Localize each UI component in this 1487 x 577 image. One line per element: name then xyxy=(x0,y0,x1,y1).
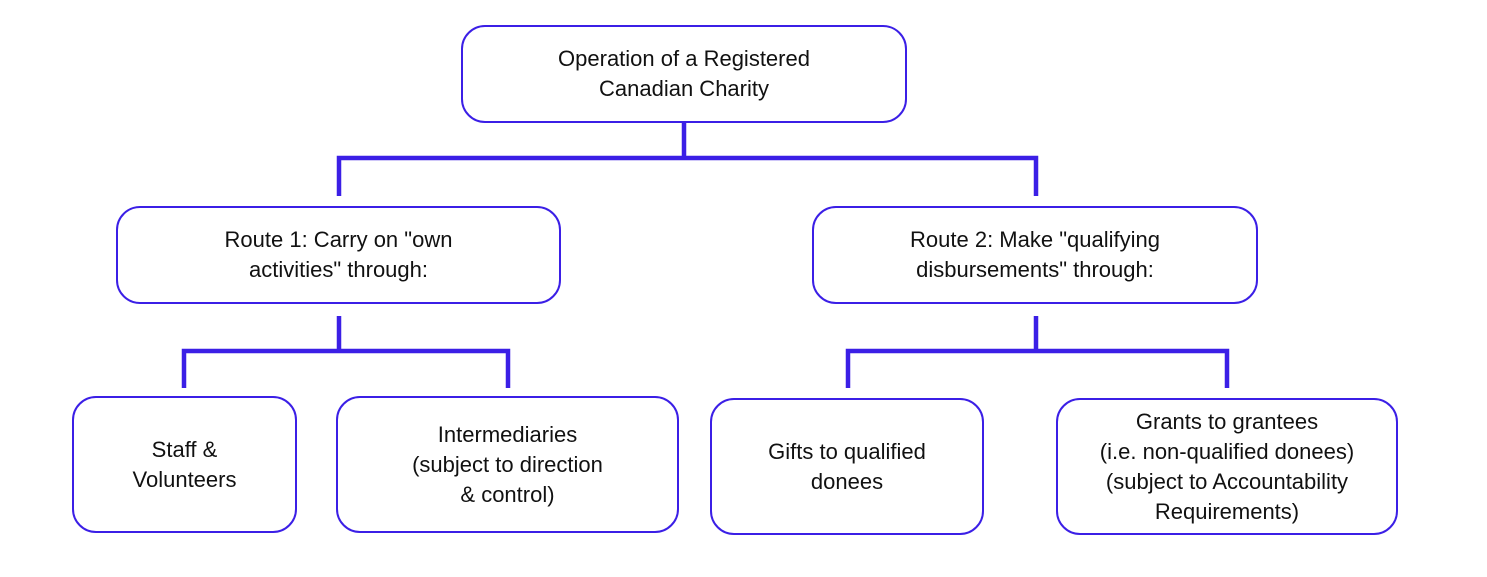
connector-route1-to-children xyxy=(181,316,511,388)
node-staff-volunteers: Staff & Volunteers xyxy=(72,396,297,533)
node-line: Gifts to qualified xyxy=(768,438,926,464)
node-text: Route 2: Make "qualifying disbursements"… xyxy=(910,225,1160,285)
node-line: (subject to Accountability xyxy=(1105,468,1349,494)
node-route-1-own-activities: Route 1: Carry on "own activities" throu… xyxy=(116,206,561,304)
node-line: (i.e. non-qualified donees) xyxy=(1099,438,1355,464)
node-text: Route 1: Carry on "own activities" throu… xyxy=(225,225,453,285)
connector-route2-to-children xyxy=(845,316,1230,388)
node-line: Operation of a Registered xyxy=(558,46,810,71)
node-line: (subject to direction xyxy=(412,451,603,477)
node-text: Operation of a Registered Canadian Chari… xyxy=(558,44,810,104)
node-line: Requirements) xyxy=(1154,498,1300,524)
node-text: Gifts to qualified donees xyxy=(768,437,926,497)
node-line: Route 1: Carry on "own xyxy=(224,227,453,252)
node-intermediaries: Intermediaries (subject to direction & c… xyxy=(336,396,679,533)
node-line: & control) xyxy=(460,481,555,507)
node-line: activities" through: xyxy=(248,257,428,282)
node-line: Grants to grantees xyxy=(1135,408,1319,434)
node-text: Intermediaries (subject to direction & c… xyxy=(412,420,603,510)
node-text: Staff & Volunteers xyxy=(133,435,237,495)
node-gifts-qualified-donees: Gifts to qualified donees xyxy=(710,398,984,535)
node-line: Intermediaries xyxy=(437,421,578,447)
node-line: Canadian Charity xyxy=(599,76,769,101)
node-line: Volunteers xyxy=(132,466,237,492)
node-grants-to-grantees: Grants to grantees (i.e. non-qualified d… xyxy=(1056,398,1398,535)
node-line: disbursements" through: xyxy=(916,257,1154,282)
connector-root-to-routes xyxy=(336,123,1039,196)
node-line: Route 2: Make "qualifying xyxy=(910,227,1160,252)
node-text: Grants to grantees (i.e. non-qualified d… xyxy=(1100,407,1354,527)
node-line: Staff & xyxy=(151,436,218,462)
node-operation-registered-charity: Operation of a Registered Canadian Chari… xyxy=(461,25,907,123)
node-route-2-qualifying-disbursements: Route 2: Make "qualifying disbursements"… xyxy=(812,206,1258,304)
node-line: donees xyxy=(810,468,884,494)
